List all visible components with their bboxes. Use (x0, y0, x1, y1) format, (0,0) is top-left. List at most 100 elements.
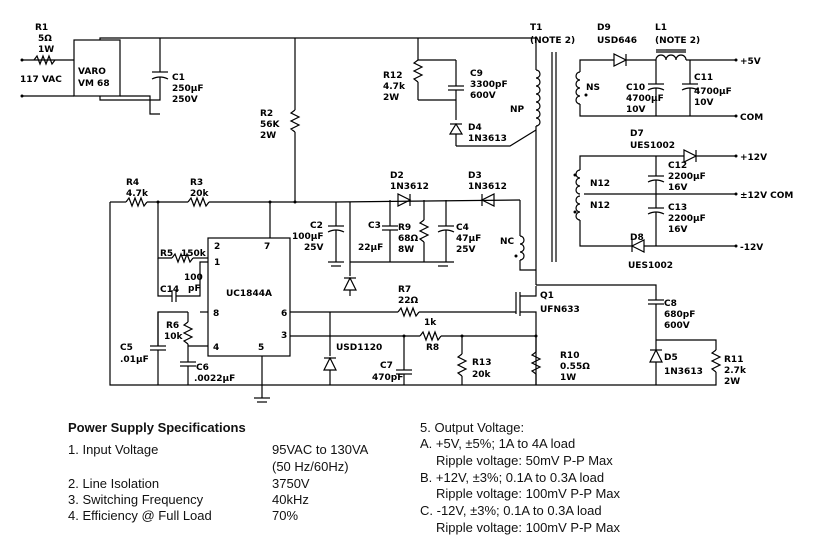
output-a-ripple: Ripple voltage: 50mV P-P Max (436, 453, 613, 468)
transformer-t1 (514, 52, 588, 285)
c11-value: 4700µF (694, 87, 732, 97)
t1-n12b-label: N12 (590, 201, 610, 211)
r11-ref: R11 (724, 355, 743, 365)
ic-name: UC1844A (226, 289, 272, 299)
d2-ref: D2 (390, 171, 404, 181)
c7-value: 470pF (372, 373, 403, 383)
ic-pin4: 4 (213, 343, 219, 353)
d7-part: UES1002 (630, 141, 675, 151)
t1-ns-label: NS (586, 83, 600, 93)
r7-value: 22Ω (398, 296, 419, 306)
r1-ref: R1 (35, 23, 48, 33)
c10-voltage: 10V (626, 105, 646, 115)
output-b: B. +12V, ±3%; 0.1A to 0.3A load (420, 470, 605, 485)
control-wiring (109, 193, 722, 403)
output-12v-neg-label: -12V (740, 243, 763, 253)
specs-title: Power Supply Specifications (68, 420, 246, 435)
r1-value: 5Ω (38, 34, 52, 44)
c5-ref: C5 (120, 343, 133, 353)
r4-value: 4.7k (126, 189, 149, 199)
c11-voltage: 10V (694, 98, 714, 108)
c6-ref: C6 (196, 363, 209, 373)
d8-ref: D8 (630, 233, 644, 243)
spec-value-2: 3750V (272, 476, 310, 491)
output-c: C. -12V, ±3%; 0.1A to 0.3A load (420, 503, 602, 518)
c13-value: 2200µF (668, 214, 706, 224)
d3-ref: D3 (468, 171, 482, 181)
c13-ref: C13 (668, 203, 687, 213)
c9-ref: C9 (470, 69, 483, 79)
c12-value: 2200µF (668, 172, 706, 182)
c14-unit: pF (188, 284, 201, 294)
d5-ref: D5 (664, 353, 678, 363)
ic-pin8: 8 (213, 309, 219, 319)
q1-part: UFN633 (540, 305, 580, 315)
r12-power: 2W (383, 93, 399, 103)
c13-voltage: 16V (668, 225, 688, 235)
r9-ref: R9 (398, 223, 411, 233)
specifications-panel: Power Supply Specifications 1. Input Vol… (0, 418, 819, 549)
output-5v-section (579, 49, 738, 118)
r9-power: 8W (398, 245, 414, 255)
d8-part: UES1002 (628, 261, 673, 271)
t1-ref: T1 (530, 23, 542, 33)
r12-value: 4.7k (383, 82, 406, 92)
d3-part: 1N3612 (468, 182, 507, 192)
c14-ref: C14 (160, 285, 179, 295)
ic-pin3: 3 (281, 331, 287, 341)
r12-ref: R12 (383, 71, 402, 81)
r10-value: 0.55Ω (560, 362, 590, 372)
r4-ref: R4 (126, 178, 139, 188)
c7-ref: C7 (380, 361, 393, 371)
d4-ref: D4 (468, 123, 482, 133)
r8-value: 1k (424, 318, 437, 328)
input-voltage-label: 117 VAC (20, 75, 62, 85)
c2-ref: C2 (310, 221, 323, 231)
c4-value: 47µF (456, 234, 481, 244)
snubber-network (412, 38, 537, 147)
output-com-label: COM (740, 113, 763, 123)
r8-ref: R8 (426, 343, 439, 353)
spec-value-4: 70% (272, 508, 299, 523)
input-section: R1 5Ω 1W 117 VAC VARO VM 68 (20, 23, 537, 115)
spec-label-2: 2. Line Isolation (68, 476, 160, 491)
spec-value-1: 95VAC to 130VA (272, 442, 369, 457)
d9-ref: D9 (597, 23, 611, 33)
r13-value: 20k (472, 370, 492, 380)
l1-ref: L1 (655, 23, 667, 33)
ic-pin5: 5 (258, 343, 264, 353)
c8-value: 680pF (664, 310, 695, 320)
spec-value-1b: (50 Hz/60Hz) (272, 459, 349, 474)
output-12v-com-label: ±12V COM (740, 191, 793, 201)
c4-voltage: 25V (456, 245, 476, 255)
c9-value: 3300pF (470, 80, 508, 90)
c3-value: 22µF (358, 243, 383, 253)
t1-nc-label: NC (500, 237, 515, 247)
c2-value: 100µF (292, 232, 324, 242)
r1-resistor (33, 54, 56, 66)
spec-value-3: 40kHz (272, 492, 309, 507)
r2-resistor (289, 38, 301, 202)
r7-ref: R7 (398, 285, 411, 295)
r5-ref: R5 (160, 249, 173, 259)
l1-note: (NOTE 2) (655, 36, 700, 46)
t1-note: (NOTE 2) (530, 36, 575, 46)
t1-np-label: NP (510, 105, 525, 115)
d5-part: 1N3613 (664, 367, 703, 377)
c14-value: 100 (184, 273, 203, 283)
r3-ref: R3 (190, 178, 203, 188)
output-5v-label: +5V (740, 57, 761, 67)
c12-ref: C12 (668, 161, 687, 171)
output-c-ripple: Ripple voltage: 100mV P-P Max (436, 520, 621, 535)
schematic-diagram: R1 5Ω 1W 117 VAC VARO VM 68 C1 250µF 250… (20, 23, 793, 403)
d7-ref: D7 (630, 129, 644, 139)
c3-ref: C3 (368, 221, 381, 231)
bridge-line1: VARO (78, 67, 106, 77)
output-12v-pos-label: +12V (740, 153, 767, 163)
ic-pin6: 6 (281, 309, 287, 319)
spec-label-3: 3. Switching Frequency (68, 492, 204, 507)
c6-value: .0022µF (194, 374, 235, 384)
r2-value: 56K (260, 120, 281, 130)
c4-ref: C4 (456, 223, 469, 233)
output-b-ripple: Ripple voltage: 100mV P-P Max (436, 486, 621, 501)
